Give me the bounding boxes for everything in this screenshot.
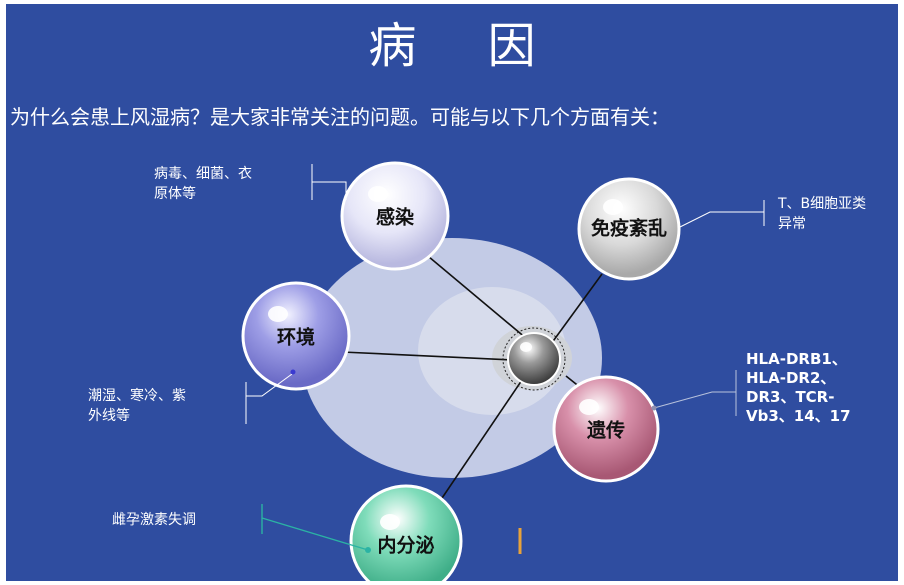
note-immune-line2: 异常 — [778, 216, 806, 232]
callout-immune — [677, 200, 765, 229]
node-infection-label: 感染 — [376, 206, 414, 229]
connector-endocrine — [437, 379, 523, 505]
node-immune: 免疫紊乱 — [577, 177, 681, 281]
note-infection: 病毒、细菌、衣 原体等 — [154, 164, 252, 204]
node-infection: 感染 — [340, 161, 450, 271]
node-genetic-label: 遗传 — [586, 419, 625, 442]
slide: 病 因 为什么会患上风湿病？是大家非常关注的问题。可能与以下几个方面有关： — [6, 4, 898, 581]
slide-title: 病 因 — [368, 18, 564, 74]
connector-immune — [550, 273, 603, 345]
note-infection-line2: 原体等 — [154, 186, 196, 202]
callout-environment — [245, 373, 293, 424]
node-endocrine: 内分泌 — [349, 484, 463, 581]
node-genetic: 遗传 — [552, 375, 660, 483]
note-environment-line1: 潮湿、寒冷、紫 — [88, 388, 186, 404]
node-environment: 环境 — [241, 281, 351, 391]
callout-genetic — [653, 370, 737, 416]
callout-infection — [311, 164, 347, 200]
note-endocrine-line1: 雌孕激素失调 — [112, 512, 196, 528]
slide-subtitle: 为什么会患上风湿病？是大家非常关注的问题。可能与以下几个方面有关： — [10, 105, 670, 129]
note-genetic-line4: Vb3、14、17 — [746, 407, 851, 425]
node-environment-label: 环境 — [277, 326, 315, 349]
note-infection-line1: 病毒、细菌、衣 — [154, 166, 252, 182]
note-genetic-line2: HLA-DR2、 — [746, 369, 836, 387]
note-environment-line2: 外线等 — [88, 408, 130, 424]
note-genetic: HLA-DRB1、 HLA-DR2、 DR3、TCR- Vb3、14、17 — [746, 350, 851, 426]
note-genetic-line1: HLA-DRB1、 — [746, 350, 847, 368]
callout-endocrine-dot — [365, 547, 371, 553]
center-node — [507, 332, 561, 386]
center-node-ring — [502, 327, 566, 391]
node-immune-label: 免疫紊乱 — [591, 217, 667, 240]
node-endocrine-label: 内分泌 — [377, 534, 434, 557]
note-environment: 潮湿、寒冷、紫 外线等 — [88, 386, 186, 426]
node-highlights — [268, 186, 623, 530]
callout-environment-dot — [290, 369, 296, 375]
connector-environment — [341, 351, 515, 361]
note-immune-line1: T、B细胞亚类 — [778, 196, 867, 212]
note-immune: T、B细胞亚类 异常 — [778, 194, 866, 234]
cause-diagram: 感染 免疫紊乱 环境 遗传 内分泌 — [241, 161, 765, 581]
callout-genetic-dot — [651, 405, 657, 411]
note-genetic-line3: DR3、TCR- — [746, 388, 835, 406]
callout-endocrine — [261, 504, 369, 551]
note-endocrine: 雌孕激素失调 — [112, 510, 196, 530]
